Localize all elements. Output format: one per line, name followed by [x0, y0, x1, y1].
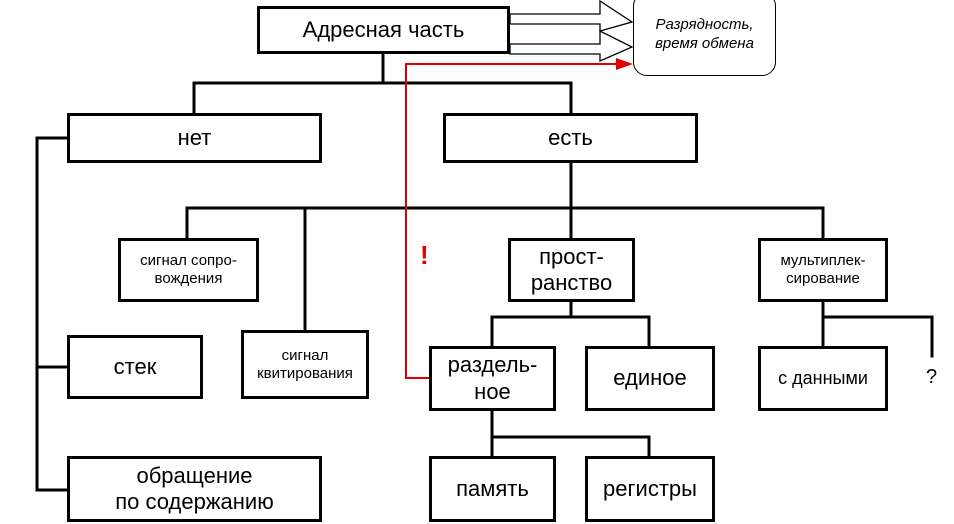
node-space: прост- ранство — [508, 238, 635, 302]
node-memory: память — [429, 456, 556, 522]
node-registers: регистры — [585, 456, 715, 522]
node-unified: единое — [585, 346, 715, 411]
node-no-address: нет — [67, 113, 322, 163]
node-stack: стек — [67, 335, 203, 399]
node-has-address: есть — [443, 113, 698, 163]
node-multiplexing: мультиплек- сирование — [758, 238, 888, 302]
node-content-access: обращение по содержанию — [67, 456, 322, 522]
node-separate: раздель- ное — [429, 346, 556, 411]
node-with-data: с данными — [758, 346, 888, 411]
node-question: ? — [926, 366, 938, 388]
node-address-part: Адресная часть — [257, 6, 510, 54]
warning-mark: ! — [420, 240, 429, 270]
node-signal-accompany: сигнал сопро- вождения — [118, 238, 259, 302]
callout-bit-width-exchange-time: Разрядность, время обмена — [633, 0, 776, 76]
node-signal-handshake: сигнал квитирования — [241, 330, 369, 399]
